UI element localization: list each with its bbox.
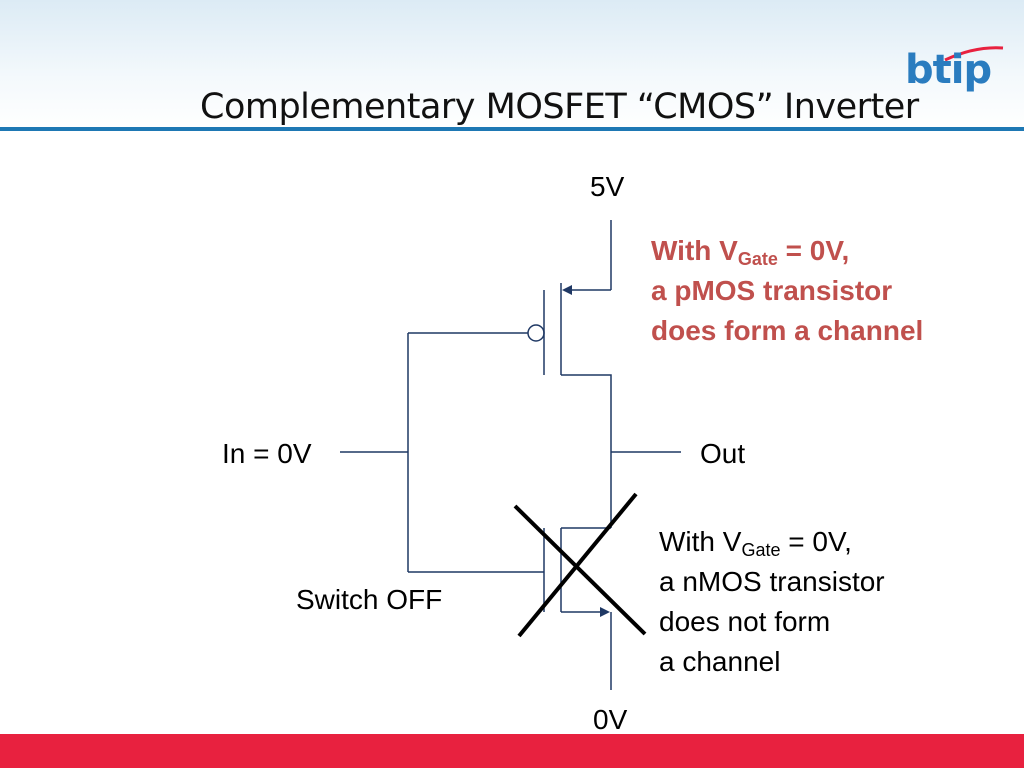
footer-bar [0,734,1024,768]
input-label: In = 0V [222,438,312,469]
nmos-note-line-4: a channel [659,646,781,677]
header-background [0,0,1024,130]
btip-logo: btip [905,44,1005,104]
nmos-note-line-2: a nMOS transistor [659,566,885,597]
pmos-note-line-1: With VGate = 0V, [651,235,850,269]
slide-title: Complementary MOSFET “CMOS” Inverter [200,87,919,127]
nmos-note: With VGate = 0V, a nMOS transistor does … [659,522,885,682]
switch-state-label: Switch OFF [296,584,443,615]
pmos-gate-bubble [527,324,545,342]
cross-out-line-2 [517,492,638,638]
pmos-note-line-3: does form a channel [651,315,924,346]
nmos-note-line-1: With VGate = 0V, [659,526,852,560]
pmos-drain-wire [561,374,612,528]
logo-text: btip [905,47,992,93]
pmos-note-line-2: a pMOS transistor [651,275,893,306]
nmos-note-line-3: does not form [659,606,831,637]
vdd-label: 5V [590,171,625,202]
header-divider [0,127,1024,131]
pmos-note-subscript: Gate [737,249,778,269]
cross-out-line-1 [513,504,647,636]
logo-swoosh-icon [944,46,1004,62]
gnd-label: 0V [593,704,628,735]
output-label: Out [700,438,746,469]
nmos-note-subscript: Gate [741,540,781,560]
pmos-note: With VGate = 0V, a pMOS transistor does … [651,231,923,351]
